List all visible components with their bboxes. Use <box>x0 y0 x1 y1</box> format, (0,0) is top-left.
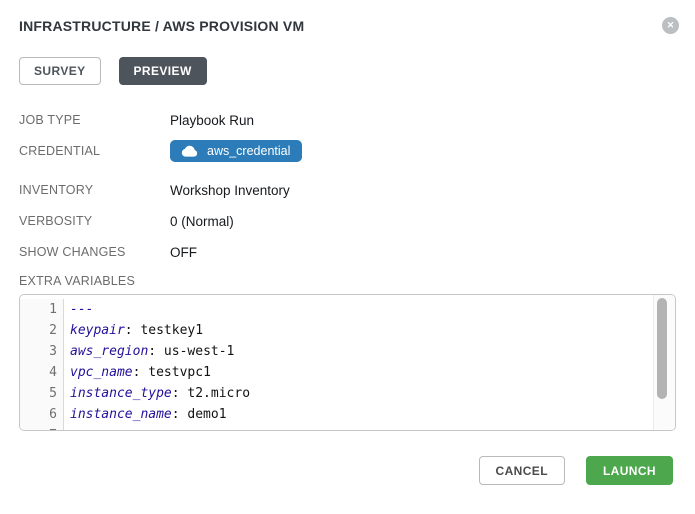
tab-bar: SURVEY PREVIEW <box>19 57 676 85</box>
tab-preview[interactable]: PREVIEW <box>118 57 207 85</box>
close-x-glyph: ✕ <box>666 20 675 30</box>
editor-line-6: 6 instance_name: demo1 <box>20 404 675 425</box>
modal-header: INFRASTRUCTURE / AWS PROVISION VM ✕ <box>19 17 679 35</box>
cancel-button[interactable]: CANCEL <box>478 456 565 485</box>
editor-line-3: 3 aws_region: us-west-1 <box>20 341 675 362</box>
editor-line-5: 5 instance_type: t2.micro <box>20 383 675 404</box>
editor-scrollbar-thumb[interactable] <box>657 298 667 399</box>
editor-line-4: 4 vpc_name: testvpc1 <box>20 362 675 383</box>
line-content: keypair: testkey1 <box>70 323 204 338</box>
line-number: 1 <box>20 299 64 320</box>
tab-survey[interactable]: SURVEY <box>19 57 101 85</box>
line-content: --- <box>70 302 94 317</box>
editor-line-1: 1 --- <box>20 299 675 320</box>
detail-row-verbosity: VERBOSITY 0 (Normal) <box>19 212 676 231</box>
detail-row-inventory: INVENTORY Workshop Inventory <box>19 181 676 200</box>
detail-label: CREDENTIAL <box>19 144 101 158</box>
credential-badge[interactable]: aws_credential <box>170 140 303 162</box>
credential-badge-label: aws_credential <box>207 143 291 158</box>
extra-variables-label: EXTRA VARIABLES <box>19 274 136 288</box>
detail-label: JOB TYPE <box>19 113 81 127</box>
editor-code-area: 1 --- 2 keypair: testkey1 3 aws_region: us-we… <box>20 295 675 430</box>
line-content <box>64 425 70 430</box>
line-content: aws_region: us-west-1 <box>70 344 235 359</box>
editor-scrollbar-track[interactable] <box>653 295 675 430</box>
detail-row-credential: CREDENTIAL aws_credential <box>19 140 676 162</box>
line-number: 4 <box>20 362 64 383</box>
detail-label: INVENTORY <box>19 183 94 197</box>
detail-row-job-type: JOB TYPE Playbook Run <box>19 111 676 130</box>
launch-button[interactable]: LAUNCH <box>585 456 673 485</box>
detail-value: Playbook Run <box>170 113 255 128</box>
detail-value: Workshop Inventory <box>170 183 290 198</box>
close-icon[interactable]: ✕ <box>662 17 679 34</box>
extra-variables-editor[interactable]: 1 --- 2 keypair: testkey1 3 aws_region: us-we… <box>19 294 676 431</box>
detail-row-show-changes: SHOW CHANGES OFF <box>19 243 676 262</box>
line-number: 3 <box>20 341 64 362</box>
page-title: INFRASTRUCTURE / AWS PROVISION VM <box>19 18 305 34</box>
line-content: vpc_name: testvpc1 <box>70 365 211 380</box>
line-number: 7 <box>20 425 64 430</box>
line-content: instance_type: t2.micro <box>70 386 251 401</box>
line-content: instance_name: demo1 <box>70 407 227 422</box>
detail-value: OFF <box>170 245 197 260</box>
detail-value: 0 (Normal) <box>170 214 234 229</box>
detail-label: VERBOSITY <box>19 214 93 228</box>
line-number: 2 <box>20 320 64 341</box>
cloud-icon <box>181 145 198 157</box>
editor-line-2: 2 keypair: testkey1 <box>20 320 675 341</box>
line-number: 6 <box>20 404 64 425</box>
detail-value: aws_credential <box>170 140 303 162</box>
detail-label: SHOW CHANGES <box>19 245 126 259</box>
line-number: 5 <box>20 383 64 404</box>
editor-line-7: 7 <box>20 425 675 430</box>
modal-footer: CANCEL LAUNCH <box>478 456 673 485</box>
